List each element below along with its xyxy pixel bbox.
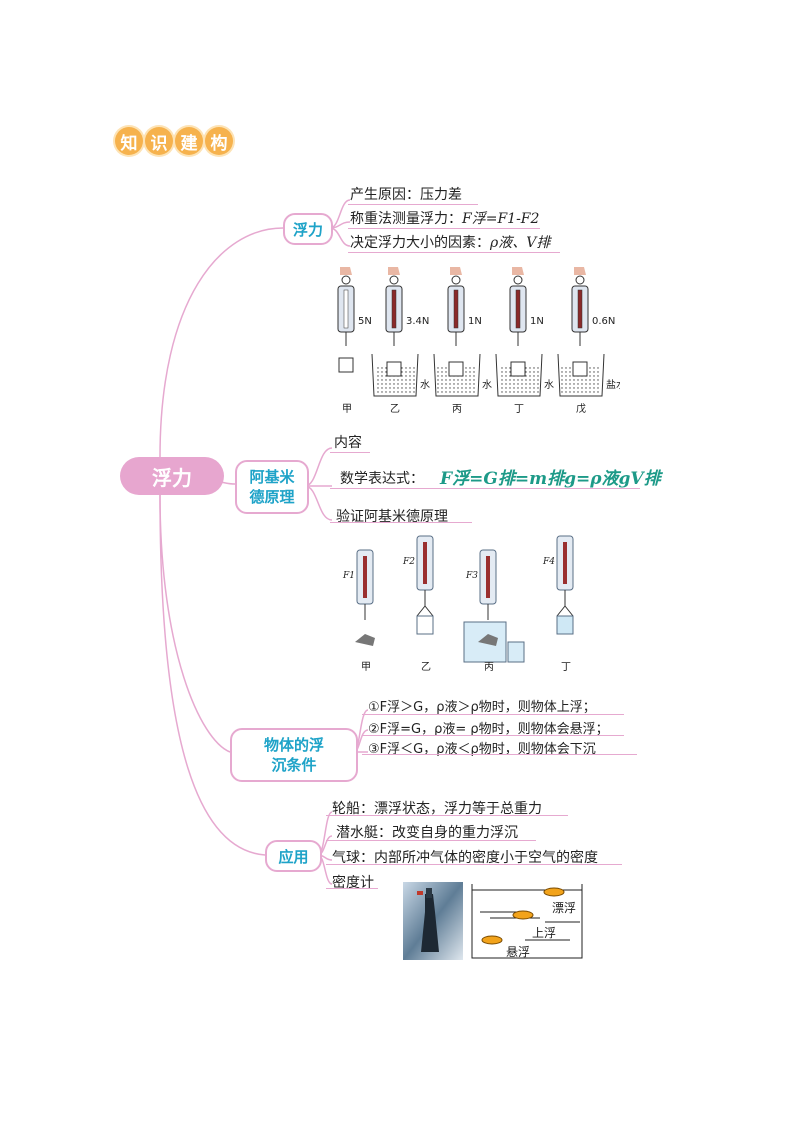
- leaf-cause: 产生原因：压力差: [350, 187, 462, 203]
- label-rise: 上浮: [532, 926, 556, 940]
- spring-scale: 1N 水丙: [433, 267, 492, 415]
- hand-icon: [450, 267, 462, 275]
- beaker-icon: [416, 615, 434, 635]
- figure-caption: 戊: [576, 403, 586, 415]
- leaf-underline: [326, 864, 622, 865]
- leaf-content: 内容: [334, 435, 362, 451]
- scale-reading: 1N: [530, 316, 544, 327]
- leaf-underline: [330, 488, 640, 489]
- liquid-label: 水: [544, 379, 554, 391]
- leaf-verify: 验证阿基米德原理: [336, 509, 448, 525]
- submarine-photo: [403, 882, 463, 960]
- submarine-diagram: 漂浮 上浮 悬浮: [471, 884, 583, 959]
- condition-sink: ③F浮＜G，ρ液＜ρ物时，则物体会下沉: [368, 742, 596, 757]
- root-node: 浮力: [120, 457, 224, 495]
- liquid-label: 水: [420, 379, 430, 391]
- leaf-underline: [330, 522, 472, 523]
- leaf-underline: [326, 840, 536, 841]
- spring-scale: 0.6N 盐水戊: [557, 267, 620, 415]
- force-label: F2: [402, 557, 415, 567]
- submarine-icon: [481, 887, 565, 945]
- leaf-underline: [362, 735, 624, 736]
- spring-scale: 3.4N 水乙: [371, 267, 430, 415]
- force-meter: F3 丙: [463, 549, 525, 673]
- hand-icon: [340, 267, 352, 275]
- leaf-underline: [348, 228, 540, 229]
- figure-caption: 甲: [361, 662, 371, 673]
- figure-caption: 甲: [342, 404, 352, 415]
- branch-archimedes: 阿基米 德原理: [235, 460, 309, 514]
- leaf-factors-text: 决定浮力大小的因素：: [350, 235, 490, 251]
- figure-caption: 丙: [452, 404, 462, 415]
- leaf-underline: [326, 815, 568, 816]
- weigh-formula: F浮=F1-F2: [462, 211, 540, 227]
- scale-reading: 5N: [358, 316, 372, 327]
- leaf-factors: 决定浮力大小的因素：ρ液、V排: [350, 232, 550, 252]
- branch-application: 应用: [265, 840, 322, 872]
- badge-char: 知: [115, 127, 143, 155]
- force-label: F1: [342, 571, 355, 581]
- archimedes-formula: F浮=G排=m排g=ρ液gV排: [440, 469, 661, 489]
- scale-reading: 1N: [468, 316, 482, 327]
- leaf-underline: [326, 888, 378, 889]
- hand-icon: [388, 267, 400, 275]
- leaf-expression: 数学表达式：: [340, 471, 424, 487]
- figure-caption: 丙: [484, 662, 494, 673]
- leaf-underline: [362, 714, 624, 715]
- archimedes-line2: 德原理: [249, 488, 295, 506]
- spring-scale: 1N 水丁: [495, 267, 554, 415]
- figure-caption: 乙: [421, 661, 431, 673]
- spring-scale: 5N 甲: [337, 267, 372, 415]
- leaf-underline: [348, 204, 478, 205]
- figure-caption: 丁: [514, 404, 524, 415]
- condition-rise: ①F浮＞G，ρ液＞ρ物时，则物体上浮；: [368, 700, 596, 715]
- beaker-icon: [556, 615, 574, 635]
- hand-icon: [574, 267, 586, 275]
- figure-caption: 乙: [390, 403, 400, 415]
- leaf-underline: [362, 754, 637, 755]
- hand-icon: [512, 267, 524, 275]
- force-label: F3: [465, 571, 478, 581]
- liquid-label: 盐水: [606, 378, 620, 391]
- force-meter: F4 丁: [542, 535, 574, 673]
- badge-char: 识: [145, 127, 173, 155]
- scale-reading: 3.4N: [406, 316, 429, 327]
- app-balloon: 气球：内部所冲气体的密度小于空气的密度: [332, 850, 598, 866]
- liquid-label: 水: [482, 379, 492, 391]
- spring-scale-figure: 5N 甲 3.4N 水乙 1N 水丙 1N 水丁 0.6N 盐水戊: [337, 267, 620, 415]
- label-suspend: 悬浮: [506, 945, 530, 959]
- label-float: 漂浮: [552, 901, 576, 915]
- force-label: F4: [542, 557, 555, 567]
- leaf-underline: [348, 252, 560, 253]
- figure-caption: 丁: [561, 662, 571, 673]
- leaf-weigh: 称重法测量浮力：F浮=F1-F2: [350, 208, 539, 228]
- badge-char: 建: [175, 127, 203, 155]
- condition-suspend: ②F浮=G，ρ液= ρ物时，则物体会悬浮；: [368, 722, 609, 737]
- scale-reading: 0.6N: [592, 316, 615, 327]
- archimedes-figure: F1 甲 F2 乙 F3 丙 F4 丁: [342, 535, 574, 673]
- archimedes-line1: 阿基米: [249, 468, 295, 486]
- factors-values: ρ液、V排: [490, 235, 551, 251]
- leaf-weigh-text: 称重法测量浮力：: [350, 211, 462, 227]
- conditions-line2: 沉条件: [271, 756, 317, 774]
- app-submarine: 潜水艇：改变自身的重力浮沉: [336, 825, 518, 841]
- leaf-underline: [330, 452, 370, 453]
- conditions-line1: 物体的浮: [263, 736, 324, 754]
- app-ship: 轮船：漂浮状态，浮力等于总重力: [332, 801, 542, 817]
- section-badge: 知 识 建 构: [115, 127, 233, 155]
- force-meter: F1 甲: [342, 549, 375, 673]
- branch-buoyancy: 浮力: [283, 213, 333, 245]
- app-hydrometer: 密度计: [332, 875, 374, 891]
- rock-icon: [355, 634, 375, 646]
- badge-char: 构: [205, 127, 233, 155]
- branch-conditions: 物体的浮 沉条件: [230, 728, 358, 782]
- force-meter: F2 乙: [402, 535, 434, 673]
